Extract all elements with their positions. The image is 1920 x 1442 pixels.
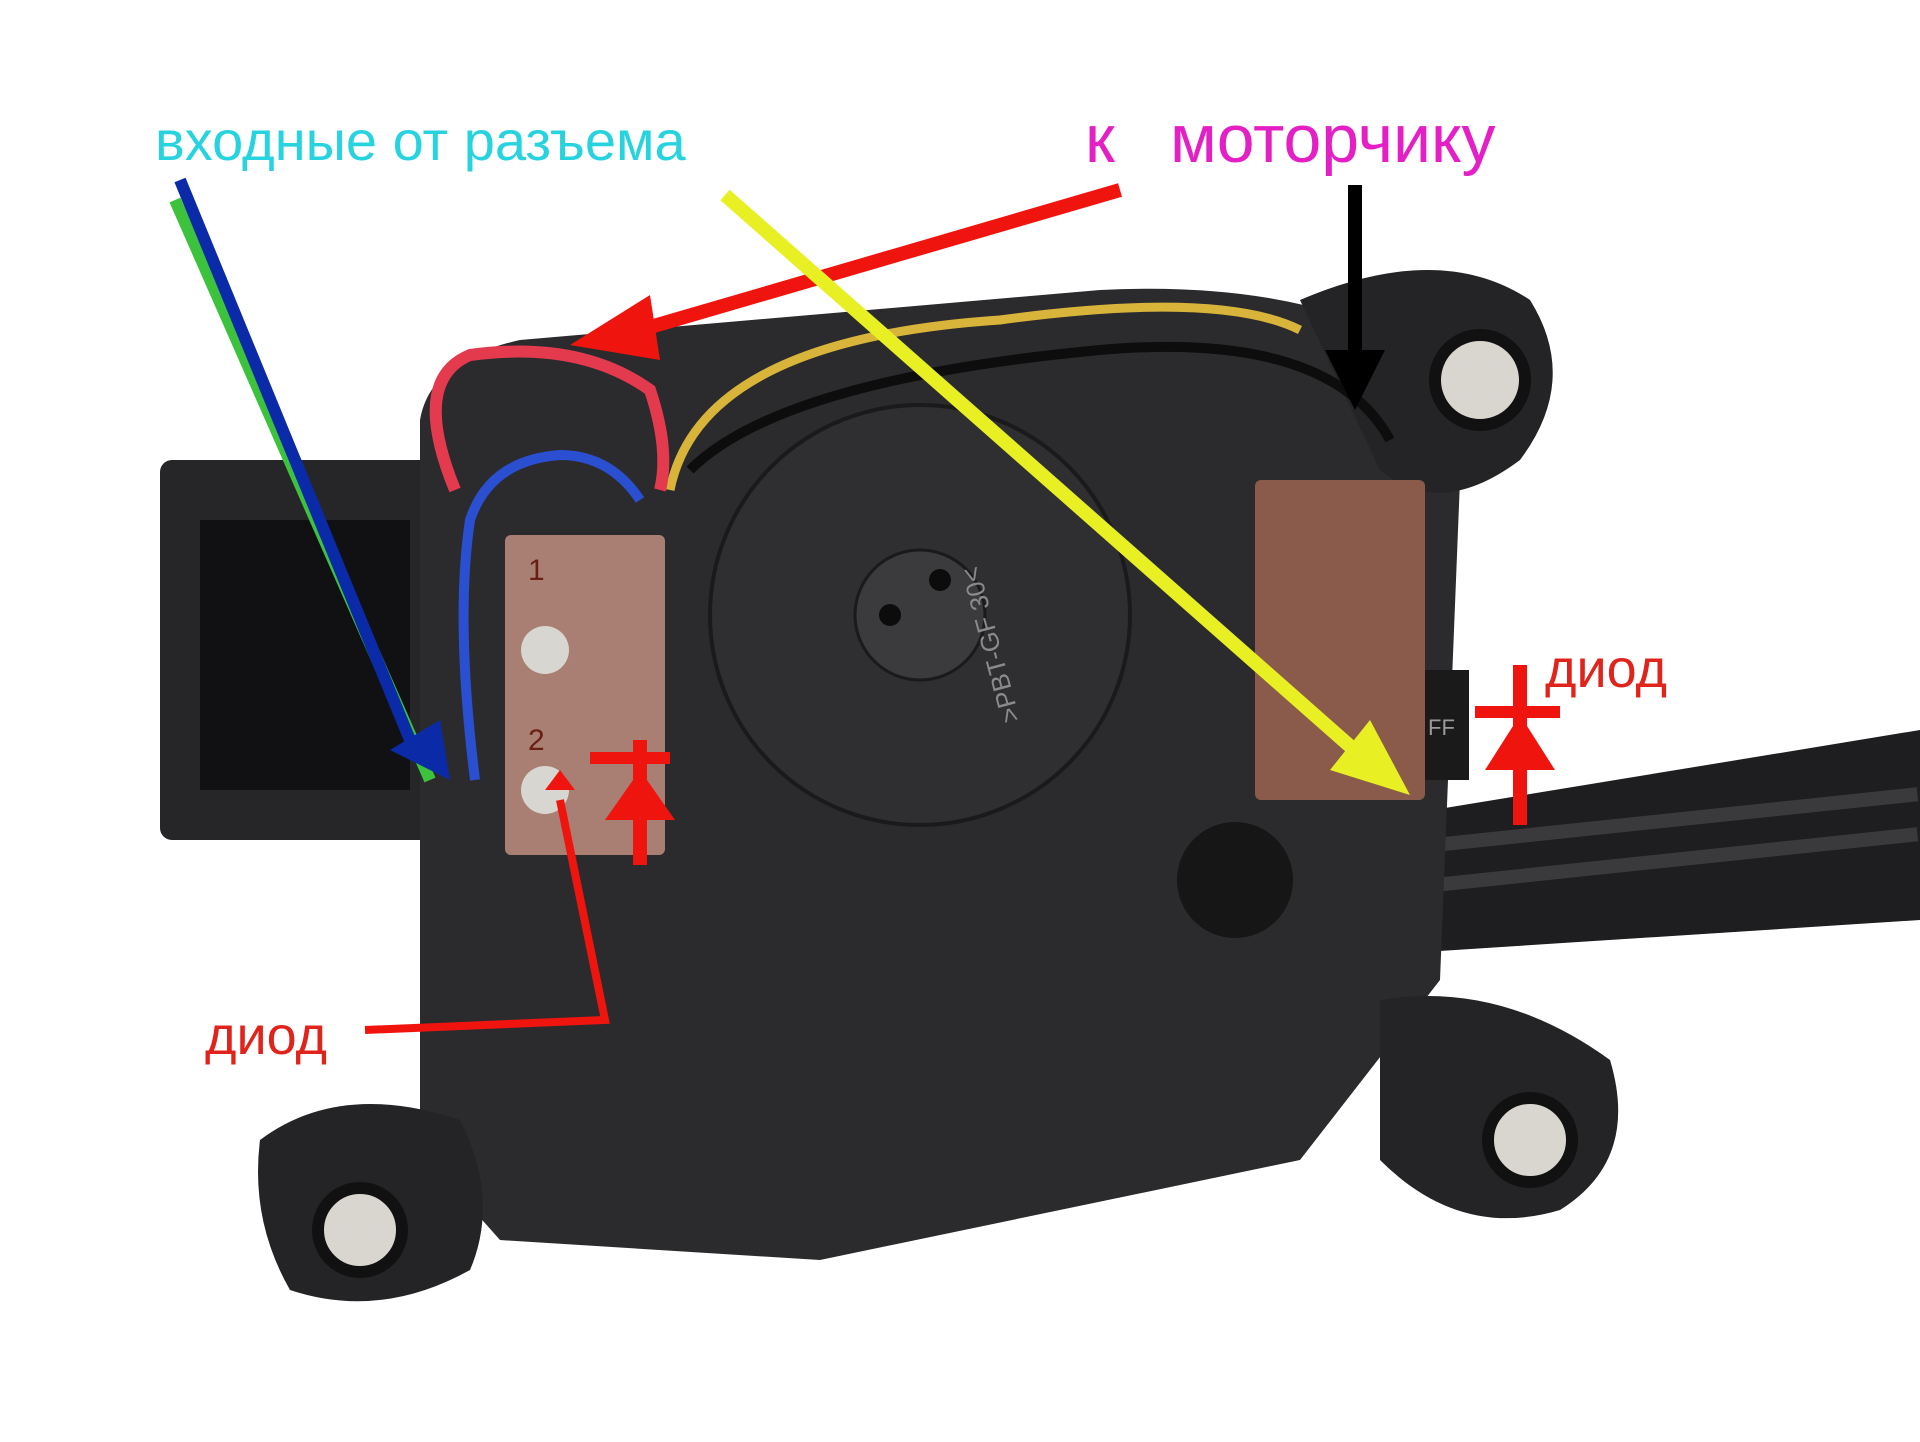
arrow-yellow-shaft	[720, 189, 1365, 761]
gear-hole-1	[879, 604, 901, 626]
diode-marking-text: FF	[1428, 715, 1455, 740]
arrow-black-head	[1325, 350, 1385, 410]
mount-ear-top	[1300, 270, 1553, 493]
mount-hole-top	[1429, 329, 1531, 431]
arrow-blue-head	[390, 720, 450, 780]
mount-hole-bottom-right	[1482, 1092, 1578, 1188]
label-input-wires: входные от разъема	[155, 109, 686, 172]
arrow-blue-shaft	[174, 177, 416, 743]
label-motor-prefix: к	[1085, 101, 1115, 177]
switch-pin2-label: 2	[528, 724, 545, 757]
switch-pin1-label: 1	[528, 554, 545, 587]
lever-groove-1	[1320, 787, 1919, 864]
arrow-red-top-shaft	[638, 183, 1122, 337]
gear-hub	[853, 548, 987, 682]
mount-hole-bottom-left	[312, 1182, 408, 1278]
microswitch-right	[1255, 480, 1425, 800]
wire-black	[686, 341, 1395, 474]
diode-symbol-left-triangle	[605, 770, 675, 820]
diode-left-leader-head	[545, 770, 575, 790]
gear-hole-2	[929, 569, 951, 591]
ball-joint	[1177, 822, 1293, 938]
arrow-red-top-head	[570, 295, 660, 360]
lever-groove-2	[1319, 827, 1919, 904]
wire-red	[429, 345, 670, 493]
label-diode-right: диод	[1545, 639, 1668, 699]
wire-yellow	[665, 302, 1303, 491]
label-motor: моторчику	[1170, 101, 1496, 177]
diode-symbol-right-triangle	[1485, 715, 1555, 770]
label-diode-left: диод	[205, 1006, 328, 1066]
wire-blue	[458, 449, 645, 781]
diode-left-leader	[364, 799, 610, 1034]
arrow-yellow-head	[1330, 720, 1410, 795]
switch-left-screw-1	[521, 626, 569, 674]
diode-right-body	[1425, 670, 1469, 780]
